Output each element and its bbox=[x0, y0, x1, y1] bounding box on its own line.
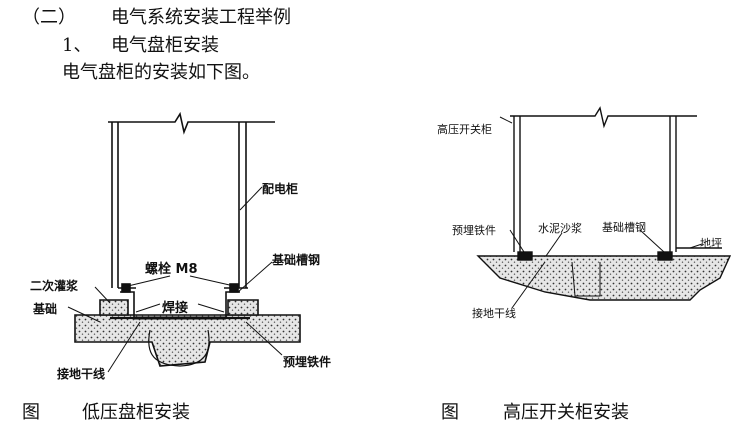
caption-prefix-left: 图 bbox=[22, 402, 40, 423]
caption-left: 低压盘柜安装 bbox=[82, 402, 190, 423]
label-cabinet-right: 高压开关柜 bbox=[437, 123, 492, 136]
label-weld: 焊接 bbox=[162, 301, 189, 316]
section-title: 电气系统安装工程举例 bbox=[111, 7, 291, 28]
label-channel-steel-left: 基础槽钢 bbox=[272, 253, 321, 267]
label-bolt: 螺栓 M8 bbox=[145, 262, 198, 277]
item-number: 1、 bbox=[62, 35, 92, 56]
caption-prefix-right: 图 bbox=[441, 402, 459, 423]
label-cabinet-left: 配电柜 bbox=[262, 182, 299, 196]
intro-text: 电气盘柜的安装如下图。 bbox=[62, 62, 260, 83]
label-grout: 二次灌浆 bbox=[30, 279, 79, 293]
label-ground-wire-left: 接地干线 bbox=[57, 367, 106, 381]
item-title: 电气盘柜安装 bbox=[111, 35, 219, 56]
label-channel-steel-right: 基础槽钢 bbox=[602, 221, 646, 234]
section-number: （二） bbox=[22, 7, 76, 28]
label-embedded-iron-right: 预埋铁件 bbox=[452, 224, 496, 237]
label-ground-wire-right: 接地干线 bbox=[472, 307, 516, 320]
label-mortar: 水泥沙浆 bbox=[538, 222, 582, 235]
caption-right: 高压开关柜安装 bbox=[503, 402, 629, 423]
high-voltage-cabinet-drawing bbox=[476, 106, 732, 309]
label-floor: 地坪 bbox=[700, 237, 722, 250]
label-foundation: 基础 bbox=[33, 302, 58, 316]
label-embedded-iron-left: 预埋铁件 bbox=[283, 355, 332, 369]
low-voltage-cabinet-drawing bbox=[67, 111, 301, 373]
